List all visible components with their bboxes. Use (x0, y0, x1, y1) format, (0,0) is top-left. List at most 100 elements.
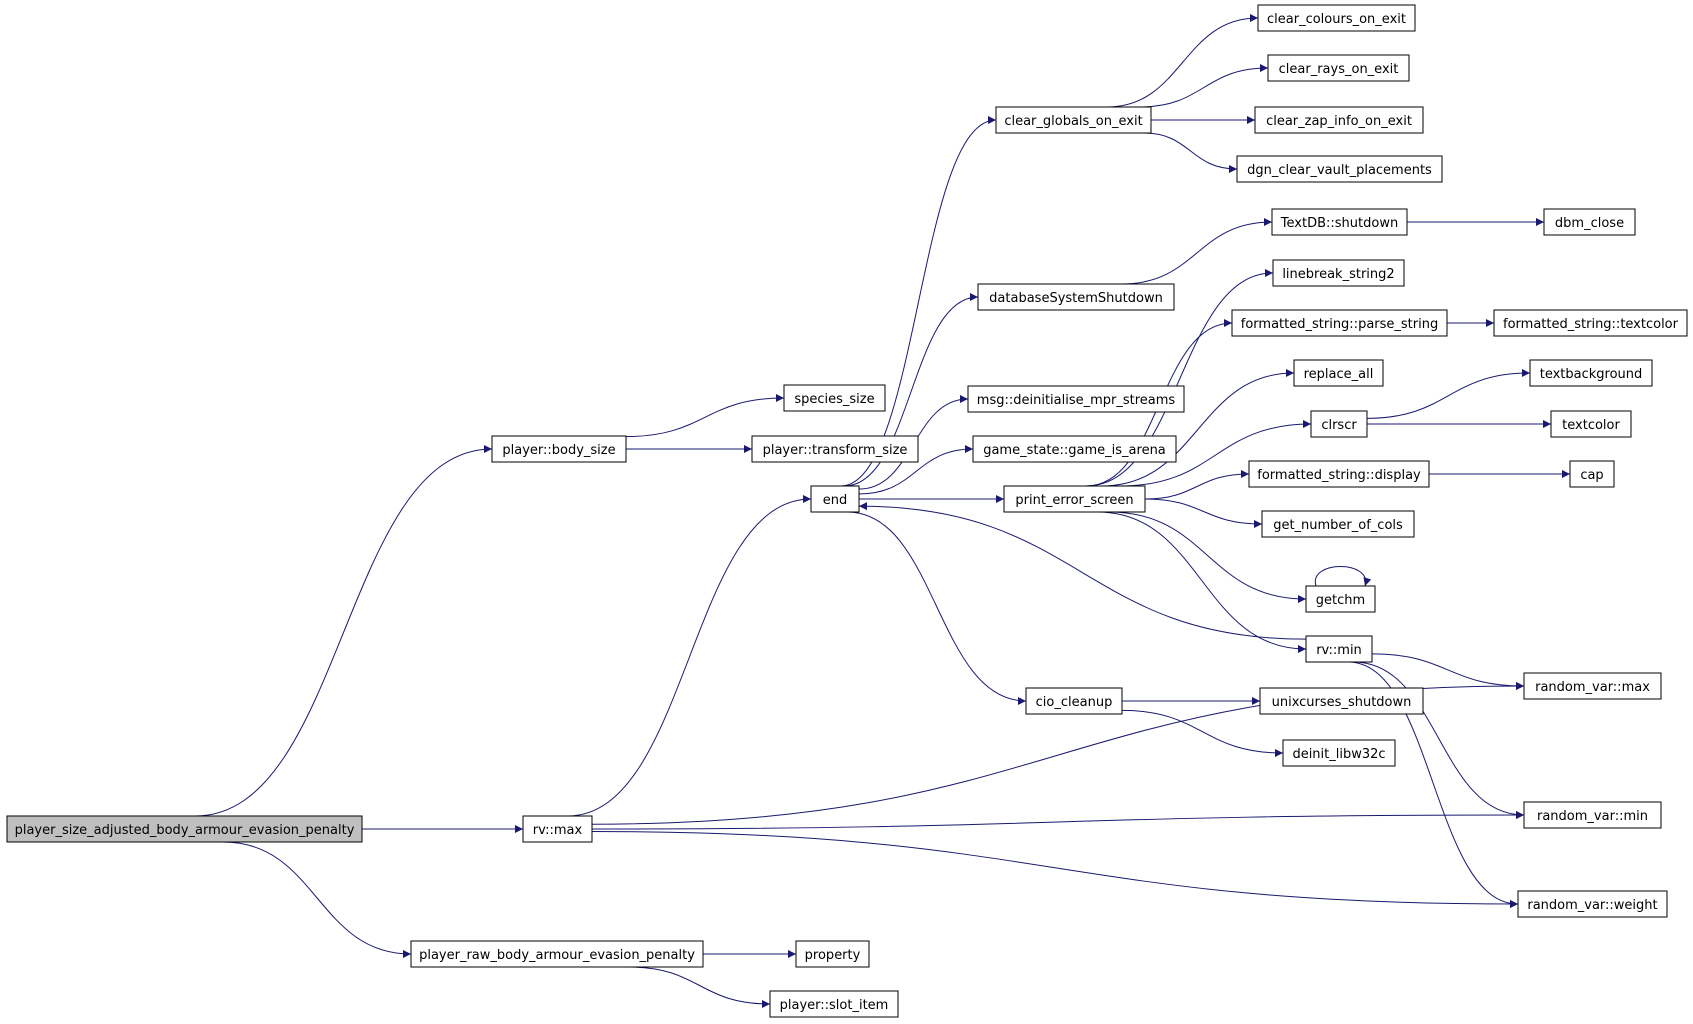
node-clear-rays[interactable]: clear_rays_on_exit (1267, 54, 1410, 82)
edge-line (1121, 218, 1273, 285)
node-box[interactable] (1493, 309, 1688, 337)
node-box[interactable] (1517, 890, 1668, 918)
node-box[interactable] (751, 435, 919, 463)
node-box[interactable] (1236, 155, 1443, 183)
node-clear-globals[interactable]: clear_globals_on_exit (995, 106, 1152, 134)
node-label: get_number_of_cols (1273, 518, 1403, 533)
node-box[interactable] (1267, 54, 1410, 82)
edge-end-to-db_shutdown (844, 293, 979, 487)
node-box[interactable] (1293, 359, 1384, 387)
edge-line (625, 394, 785, 438)
node-property[interactable]: property (795, 940, 870, 968)
node-box[interactable] (1257, 4, 1416, 32)
node-box[interactable] (1305, 635, 1373, 663)
node-box[interactable] (977, 283, 1175, 311)
node-dgn-clear[interactable]: dgn_clear_vault_placements (1236, 155, 1443, 183)
node-box[interactable] (1003, 485, 1146, 513)
node-print-error[interactable]: print_error_screen (1003, 485, 1146, 513)
edge-print_error-to-linebreak (1085, 269, 1274, 487)
node-box[interactable] (1529, 359, 1653, 387)
node-root[interactable]: player_size_adjusted_body_armour_evasion… (6, 815, 363, 843)
node-box[interactable] (1523, 801, 1662, 829)
node-clear-zap[interactable]: clear_zap_info_on_exit (1254, 106, 1424, 134)
nodes-layer: player_size_adjusted_body_armour_evasion… (6, 4, 1688, 1018)
node-db-shutdown[interactable]: databaseSystemShutdown (977, 283, 1175, 311)
node-body-size[interactable]: player::body_size (491, 435, 627, 463)
node-box[interactable] (1523, 672, 1662, 700)
node-label: species_size (794, 392, 874, 407)
node-label: player::slot_item (780, 998, 889, 1013)
node-box[interactable] (1254, 106, 1424, 134)
node-box[interactable] (1550, 410, 1632, 438)
node-end[interactable]: end (810, 485, 860, 513)
edge-line (195, 445, 493, 817)
node-box[interactable] (810, 485, 860, 513)
node-fs-display[interactable]: formatted_string::display (1248, 460, 1430, 488)
node-parse-string[interactable]: formatted_string::parse_string (1231, 309, 1448, 337)
node-box[interactable] (410, 940, 704, 968)
edge-line (1085, 269, 1274, 487)
node-random-weight[interactable]: random_var::weight (1517, 890, 1668, 918)
node-label: TextDB::shutdown (1280, 216, 1398, 231)
node-replace-all[interactable]: replace_all (1293, 359, 1384, 387)
node-textbackground[interactable]: textbackground (1529, 359, 1653, 387)
edge-rv_min-to-random_min (1353, 661, 1525, 819)
node-box[interactable] (769, 990, 899, 1018)
node-transform-size[interactable]: player::transform_size (751, 435, 919, 463)
node-box[interactable] (1305, 585, 1376, 613)
node-getchm[interactable]: getchm (1305, 585, 1376, 613)
node-random-min[interactable]: random_var::min (1523, 801, 1662, 829)
node-rv-min[interactable]: rv::min (1305, 635, 1373, 663)
node-fs-textcolor[interactable]: formatted_string::textcolor (1493, 309, 1688, 337)
node-deinit-libw32c[interactable]: deinit_libw32c (1282, 739, 1396, 767)
edge-print_error-to-clrscr (1120, 420, 1312, 487)
node-box[interactable] (783, 384, 886, 412)
node-textdb-shutdown[interactable]: TextDB::shutdown (1271, 208, 1408, 236)
node-clrscr[interactable]: clrscr (1310, 410, 1368, 438)
edge-line (1144, 470, 1250, 500)
node-dbm-close[interactable]: dbm_close (1543, 208, 1636, 236)
node-box[interactable] (6, 815, 363, 843)
node-box[interactable] (1261, 510, 1415, 538)
node-game-arena[interactable]: game_state::game_is_arena (972, 435, 1177, 463)
edge-line (1144, 132, 1238, 173)
node-raw-penalty[interactable]: player_raw_body_armour_evasion_penalty (410, 940, 704, 968)
node-box[interactable] (1282, 739, 1396, 767)
node-box[interactable] (522, 815, 593, 843)
node-random-max[interactable]: random_var::max (1523, 672, 1662, 700)
node-get-cols[interactable]: get_number_of_cols (1261, 510, 1415, 538)
node-rv-max[interactable]: rv::max (522, 815, 593, 843)
node-box[interactable] (795, 940, 870, 968)
node-msg-deinit[interactable]: msg::deinitialise_mpr_streams (967, 385, 1185, 413)
edge-line (1097, 511, 1307, 653)
node-box[interactable] (1025, 687, 1123, 715)
node-clear-colours[interactable]: clear_colours_on_exit (1257, 4, 1416, 32)
node-cap[interactable]: cap (1569, 460, 1615, 488)
node-box[interactable] (1569, 460, 1615, 488)
node-linebreak[interactable]: linebreak_string2 (1272, 259, 1405, 287)
edge-line (591, 831, 1519, 908)
node-box[interactable] (967, 385, 1185, 413)
node-label: clear_rays_on_exit (1279, 62, 1399, 77)
node-box[interactable] (995, 106, 1152, 134)
node-textcolor[interactable]: textcolor (1550, 410, 1632, 438)
node-species-size[interactable]: species_size (783, 384, 886, 412)
node-box[interactable] (1272, 259, 1405, 287)
node-unix-shutdown[interactable]: unixcurses_shutdown (1259, 687, 1424, 715)
node-box[interactable] (1271, 208, 1408, 236)
node-box[interactable] (972, 435, 1177, 463)
node-box[interactable] (1248, 460, 1430, 488)
node-box[interactable] (1231, 309, 1448, 337)
node-label: random_var::weight (1527, 898, 1657, 913)
node-box[interactable] (1543, 208, 1636, 236)
node-box[interactable] (491, 435, 627, 463)
edge-end-to-cio_cleanup (847, 511, 1027, 705)
node-label: player_size_adjusted_body_armour_evasion… (15, 823, 355, 838)
node-slot-item[interactable]: player::slot_item (769, 990, 899, 1018)
node-box[interactable] (1310, 410, 1368, 438)
edge-rv_min-to-random_max (1371, 653, 1525, 690)
edge-line (844, 293, 979, 487)
node-cio-cleanup[interactable]: cio_cleanup (1025, 687, 1123, 715)
node-label: player::transform_size (763, 443, 908, 458)
node-box[interactable] (1259, 687, 1424, 715)
